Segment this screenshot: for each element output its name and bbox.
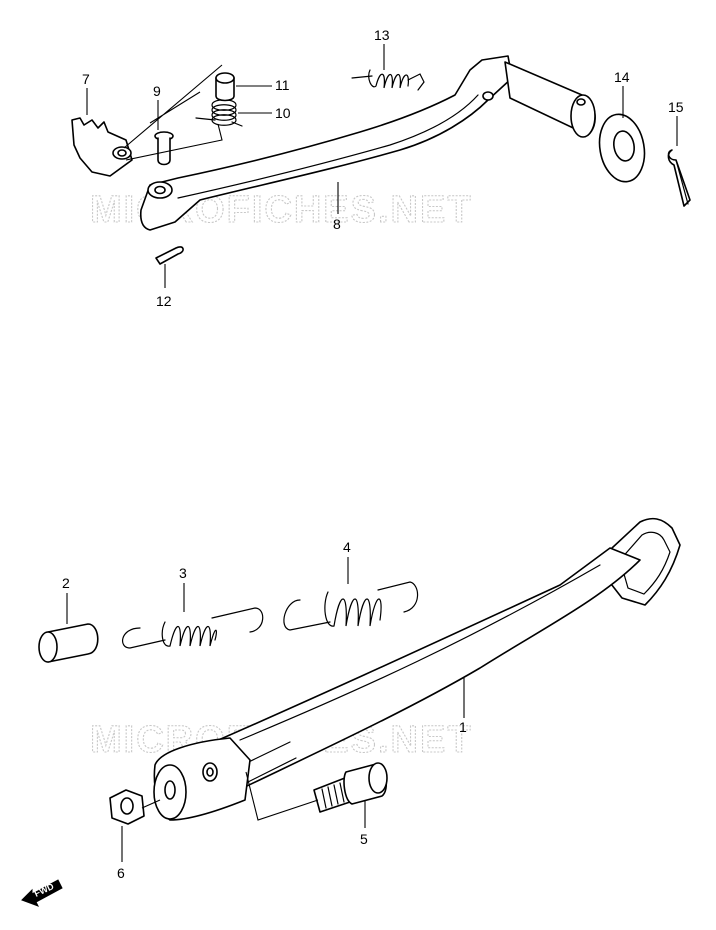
clevis-pin [154,131,174,166]
callout-14: 14 [614,69,630,118]
svg-text:3: 3 [179,565,187,581]
bushing-11 [215,72,235,102]
svg-text:2: 2 [62,575,70,591]
svg-text:13: 13 [374,27,390,43]
svg-text:11: 11 [275,77,290,93]
svg-text:5: 5 [360,831,368,847]
side-stand [153,517,681,821]
return-spring [351,69,425,91]
forward-arrow-icon: FWD [21,879,63,907]
pivot-nut [109,789,145,825]
callout-2: 2 [62,575,70,624]
collar [38,623,99,663]
svg-text:7: 7 [82,71,90,87]
callout-5: 5 [360,800,368,847]
callout-7: 7 [82,71,90,115]
callout-11: 11 [236,77,290,93]
svg-text:14: 14 [614,69,630,85]
svg-text:12: 12 [156,293,172,309]
pedal-spring [195,99,243,127]
stand-spring-outer [283,581,419,631]
callout-1: 1 [459,678,467,735]
svg-text:4: 4 [343,539,351,555]
callout-15: 15 [668,99,684,146]
stand-spring-inner [122,607,264,649]
svg-text:15: 15 [668,99,684,115]
cotter-pin-top [667,149,691,207]
cotter-pin-bottom [155,246,184,265]
callout-4: 4 [343,539,351,584]
callout-13: 13 [374,27,390,70]
callout-3: 3 [179,565,187,612]
svg-text:1: 1 [459,719,467,735]
svg-text:8: 8 [333,216,341,232]
pivot-bolt [313,762,388,813]
callout-9: 9 [153,83,161,130]
pedal-tip [71,117,133,177]
svg-text:9: 9 [153,83,161,99]
callout-6: 6 [117,826,125,881]
callout-12: 12 [156,264,172,309]
svg-text:6: 6 [117,865,125,881]
callout-8: 8 [333,182,341,232]
washer [598,113,646,183]
svg-text:10: 10 [275,105,291,121]
callout-10: 10 [238,105,291,121]
brake-pedal-lever [139,55,596,231]
